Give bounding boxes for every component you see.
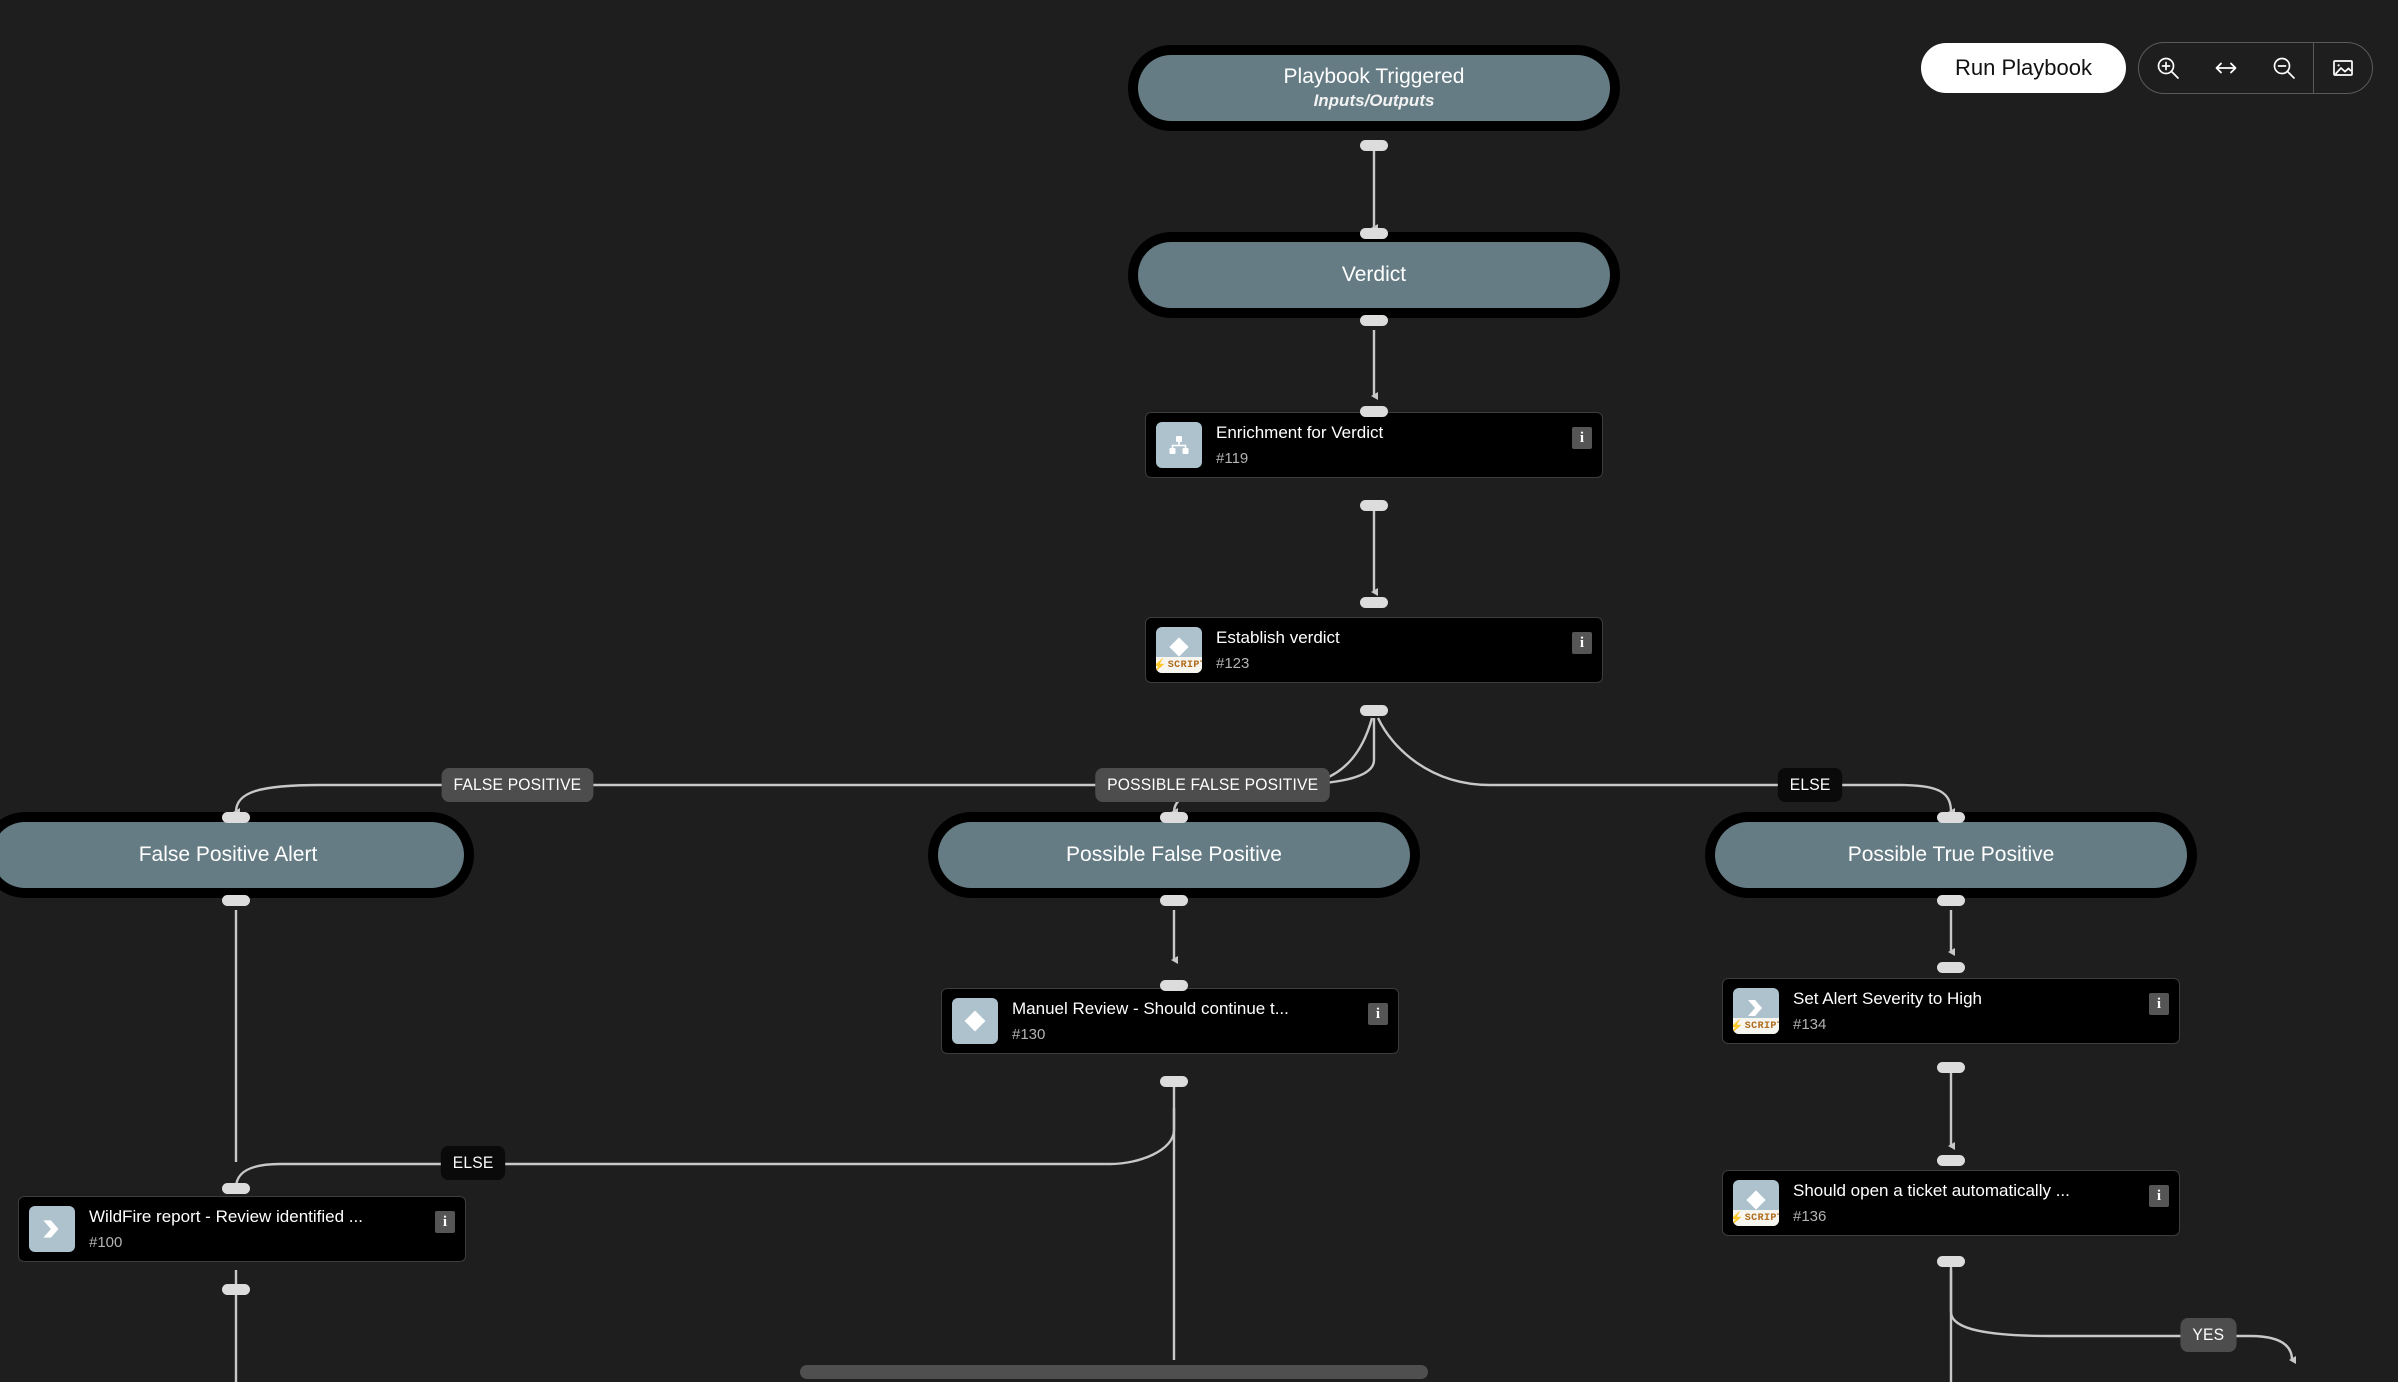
node-wildfire-report-body: WildFire report - Review identified ... … [75, 1207, 435, 1252]
node-possible-false-positive-body: Possible False Positive [938, 822, 1410, 888]
connector-out-playbook-triggered[interactable] [1360, 140, 1388, 151]
node-verdict-body: Verdict [1138, 242, 1610, 308]
node-possible-true-positive-body: Possible True Positive [1715, 822, 2187, 888]
canvas-toolbar: Run Playbook [1921, 42, 2373, 94]
node-possible-true-positive[interactable]: Possible True Positive [1705, 812, 2197, 898]
node-establish-verdict[interactable]: ⚡ SCRIPT Establish verdict #123 i [1145, 617, 1603, 683]
script-badge: ⚡ SCRIPT [1733, 1210, 1779, 1226]
connector-out-manuel-review[interactable] [1160, 1076, 1188, 1087]
script-badge: ⚡ SCRIPT [1156, 657, 1202, 673]
node-enrichment-id: #119 [1216, 449, 1249, 467]
edge-manuel-else-to-wildfire [233, 1085, 1176, 1193]
node-false-positive-alert-title: False Positive Alert [138, 843, 318, 866]
connector-in-set-alert-severity[interactable] [1937, 962, 1965, 973]
connector-out-possible-true-positive[interactable] [1937, 895, 1965, 906]
task-chevron-icon: ⚡ SCRIPT [1733, 988, 1779, 1034]
node-wildfire-report-title: WildFire report - Review identified ... [89, 1206, 363, 1226]
edge-label-false-positive[interactable]: FALSE POSITIVE [441, 768, 594, 802]
lightning-icon: ⚡ [1156, 658, 1167, 672]
connector-in-enrichment[interactable] [1360, 406, 1388, 417]
sub-playbook-icon [1156, 422, 1202, 468]
edge-label-else-right[interactable]: ELSE [1777, 768, 1843, 802]
connector-in-establish-verdict[interactable] [1360, 597, 1388, 608]
node-wildfire-report[interactable]: WildFire report - Review identified ... … [18, 1196, 466, 1262]
edge-ticket-yes [1949, 1262, 2297, 1364]
node-manuel-review-title: Manuel Review - Should continue t... [1012, 998, 1289, 1018]
zoom-controls-group [2138, 42, 2373, 94]
info-icon[interactable]: i [2149, 993, 2169, 1015]
node-enrichment-for-verdict[interactable]: Enrichment for Verdict #119 i [1145, 412, 1603, 478]
info-icon[interactable]: i [1368, 1003, 1388, 1025]
node-set-alert-severity[interactable]: ⚡ SCRIPT Set Alert Severity to High #134… [1722, 978, 2180, 1044]
node-false-positive-alert-body: False Positive Alert [0, 822, 464, 888]
connector-out-enrichment[interactable] [1360, 500, 1388, 511]
node-playbook-triggered-subtitle: Inputs/Outputs [1313, 91, 1435, 110]
info-icon[interactable]: i [1572, 427, 1592, 449]
node-playbook-triggered-body: Playbook Triggered Inputs/Outputs [1138, 55, 1610, 121]
info-icon[interactable]: i [435, 1211, 455, 1233]
node-establish-verdict-body: Establish verdict #123 [1202, 628, 1572, 673]
node-playbook-triggered[interactable]: Playbook Triggered Inputs/Outputs [1128, 45, 1620, 131]
node-set-alert-severity-id: #134 [1793, 1015, 1827, 1033]
node-possible-false-positive-title: Possible False Positive [1066, 843, 1282, 866]
lightning-icon: ⚡ [1733, 1019, 1744, 1033]
edge-else-right [1376, 717, 1956, 816]
node-playbook-triggered-title: Playbook Triggered [1283, 65, 1465, 88]
connector-in-should-open-ticket[interactable] [1937, 1155, 1965, 1166]
script-label: SCRIPT [1167, 659, 1202, 671]
node-verdict-title: Verdict [1341, 263, 1407, 286]
node-wildfire-report-id: #100 [89, 1233, 123, 1251]
connector-out-false-positive-alert[interactable] [222, 895, 250, 906]
node-establish-verdict-title: Establish verdict [1216, 627, 1340, 647]
node-manuel-review-body: Manuel Review - Should continue t... #13… [998, 999, 1368, 1044]
connector-in-wildfire-report[interactable] [222, 1183, 250, 1194]
node-set-alert-severity-title: Set Alert Severity to High [1793, 988, 1982, 1008]
task-chevron-icon [29, 1206, 75, 1252]
node-enrichment-body: Enrichment for Verdict #119 [1202, 423, 1572, 468]
toolbar-divider [2313, 43, 2314, 93]
zoom-out-icon[interactable] [2255, 43, 2313, 93]
connector-out-verdict[interactable] [1360, 315, 1388, 326]
connector-in-possible-true-positive[interactable] [1937, 812, 1965, 823]
node-manuel-review-id: #130 [1012, 1025, 1046, 1043]
info-icon[interactable]: i [2149, 1185, 2169, 1207]
node-manuel-review[interactable]: Manuel Review - Should continue t... #13… [941, 988, 1399, 1054]
connector-out-set-alert-severity[interactable] [1937, 1062, 1965, 1073]
node-should-open-ticket-id: #136 [1793, 1207, 1827, 1225]
edge-label-yes[interactable]: YES [2180, 1318, 2237, 1352]
node-possible-false-positive[interactable]: Possible False Positive [928, 812, 1420, 898]
script-badge: ⚡ SCRIPT [1733, 1018, 1779, 1034]
zoom-in-icon[interactable] [2139, 43, 2197, 93]
connector-in-manuel-review[interactable] [1160, 980, 1188, 991]
connector-out-should-open-ticket[interactable] [1937, 1256, 1965, 1267]
horizontal-scrollbar-thumb[interactable] [800, 1365, 1428, 1379]
node-enrichment-title: Enrichment for Verdict [1216, 422, 1384, 442]
lightning-icon: ⚡ [1733, 1211, 1744, 1225]
script-label: SCRIPT [1744, 1212, 1779, 1224]
node-set-alert-severity-body: Set Alert Severity to High #134 [1779, 989, 2149, 1034]
connector-in-false-positive-alert[interactable] [222, 812, 250, 823]
node-should-open-ticket-title: Should open a ticket automatically ... [1793, 1180, 2070, 1200]
info-icon[interactable]: i [1572, 632, 1592, 654]
node-verdict[interactable]: Verdict [1128, 232, 1620, 318]
connector-out-establish-verdict[interactable] [1360, 705, 1388, 716]
condition-icon [952, 998, 998, 1044]
node-should-open-ticket[interactable]: ⚡ SCRIPT Should open a ticket automatica… [1722, 1170, 2180, 1236]
node-false-positive-alert[interactable]: False Positive Alert [0, 812, 474, 898]
run-playbook-button[interactable]: Run Playbook [1921, 43, 2126, 93]
node-possible-true-positive-title: Possible True Positive [1847, 843, 2055, 866]
connector-in-possible-false-positive[interactable] [1160, 812, 1188, 823]
connector-out-possible-false-positive[interactable] [1160, 895, 1188, 906]
export-image-icon[interactable] [2314, 43, 2372, 93]
connector-out-wildfire-report[interactable] [222, 1284, 250, 1295]
edge-label-possible-false-positive[interactable]: POSSIBLE FALSE POSITIVE [1095, 768, 1331, 802]
condition-icon: ⚡ SCRIPT [1156, 627, 1202, 673]
condition-icon: ⚡ SCRIPT [1733, 1180, 1779, 1226]
edge-label-else-left[interactable]: ELSE [440, 1146, 506, 1180]
fit-width-icon[interactable] [2197, 43, 2255, 93]
node-establish-verdict-id: #123 [1216, 654, 1250, 672]
connector-in-verdict[interactable] [1360, 228, 1388, 239]
node-should-open-ticket-body: Should open a ticket automatically ... #… [1779, 1181, 2149, 1226]
script-label: SCRIPT [1744, 1020, 1779, 1032]
